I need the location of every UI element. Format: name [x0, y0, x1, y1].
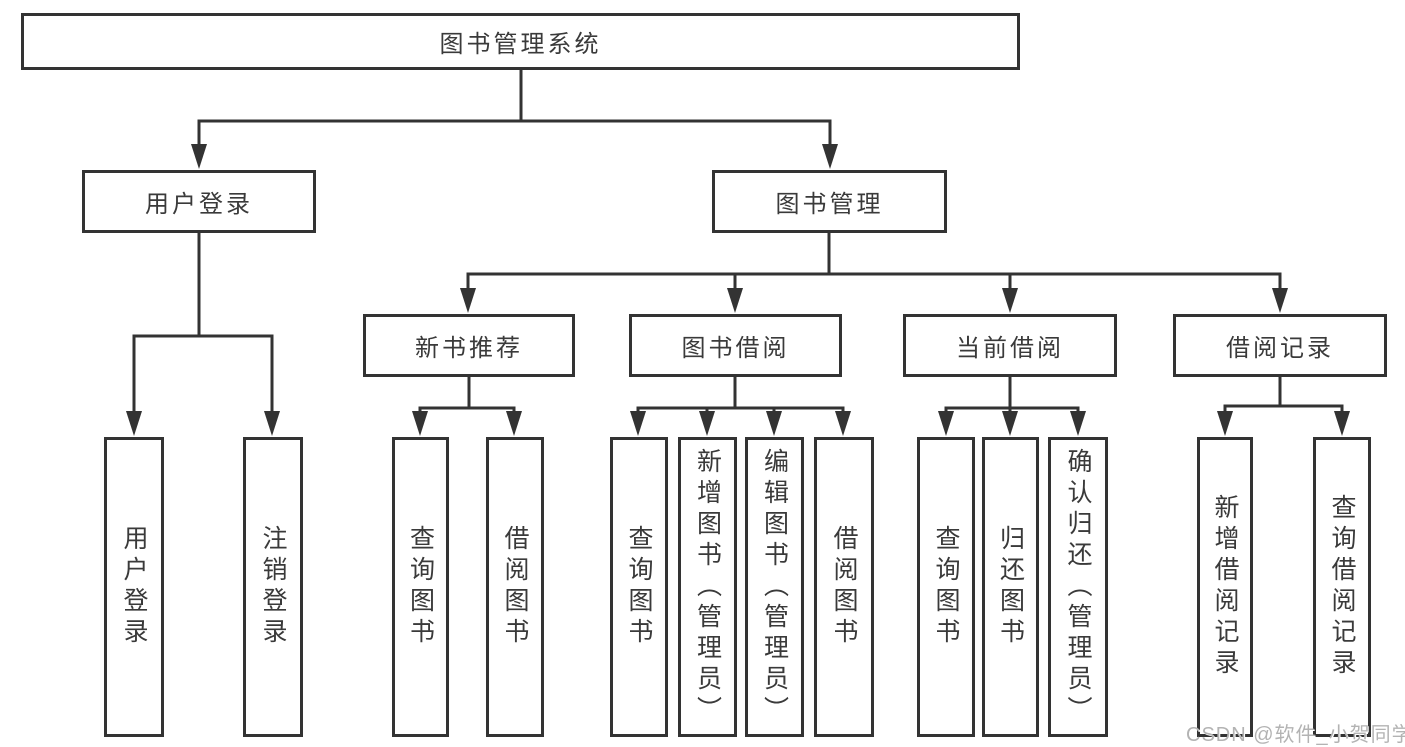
leaf-label: 确认归还（管理员） [1064, 447, 1092, 727]
leaf-label: 用户登录 [120, 525, 148, 649]
leaf-label: 借阅图书 [830, 525, 858, 649]
arrowheads [126, 144, 1350, 436]
csdn-watermark: CSDN @软件_小贺同学 [1186, 724, 1405, 746]
node-leaf-add-books-admin: 新增图书（管理员） [678, 437, 737, 737]
node-leaf-query-books-2: 查询图书 [610, 437, 668, 737]
node-borrow-records: 借阅记录 [1173, 314, 1387, 377]
node-leaf-user-login: 用户登录 [104, 437, 164, 737]
node-leaf-borrow-books-2: 借阅图书 [814, 437, 874, 737]
leaf-label: 编辑图书（管理员） [760, 447, 789, 727]
node-leaf-add-borrow-record: 新增借阅记录 [1197, 437, 1253, 737]
node-leaf-query-books: 查询图书 [392, 437, 449, 737]
node-new-book-recommend: 新书推荐 [363, 314, 575, 377]
leaf-label: 查询图书 [625, 525, 653, 649]
leaf-label: 注销登录 [259, 525, 287, 649]
node-book-borrow: 图书借阅 [629, 314, 842, 377]
node-leaf-return-books: 归还图书 [982, 437, 1039, 737]
node-book-management: 图书管理 [712, 170, 947, 233]
node-leaf-query-borrow-record: 查询借阅记录 [1313, 437, 1371, 737]
leaf-label: 新增借阅记录 [1211, 494, 1239, 680]
node-leaf-confirm-return-admin: 确认归还（管理员） [1048, 437, 1108, 737]
node-root: 图书管理系统 [21, 13, 1020, 70]
leaf-label: 查询借阅记录 [1328, 494, 1356, 680]
node-current-borrow: 当前借阅 [903, 314, 1117, 377]
node-leaf-edit-books-admin: 编辑图书（管理员） [745, 437, 804, 737]
node-leaf-borrow-books: 借阅图书 [486, 437, 544, 737]
node-leaf-logout: 注销登录 [243, 437, 303, 737]
leaf-label: 查询图书 [932, 525, 960, 649]
leaf-label: 归还图书 [996, 525, 1025, 649]
leaf-label: 借阅图书 [501, 525, 529, 649]
node-leaf-query-books-3: 查询图书 [917, 437, 975, 737]
node-user-login: 用户登录 [82, 170, 316, 233]
leaf-label: 查询图书 [406, 525, 435, 649]
leaf-label: 新增图书（管理员） [693, 447, 722, 727]
